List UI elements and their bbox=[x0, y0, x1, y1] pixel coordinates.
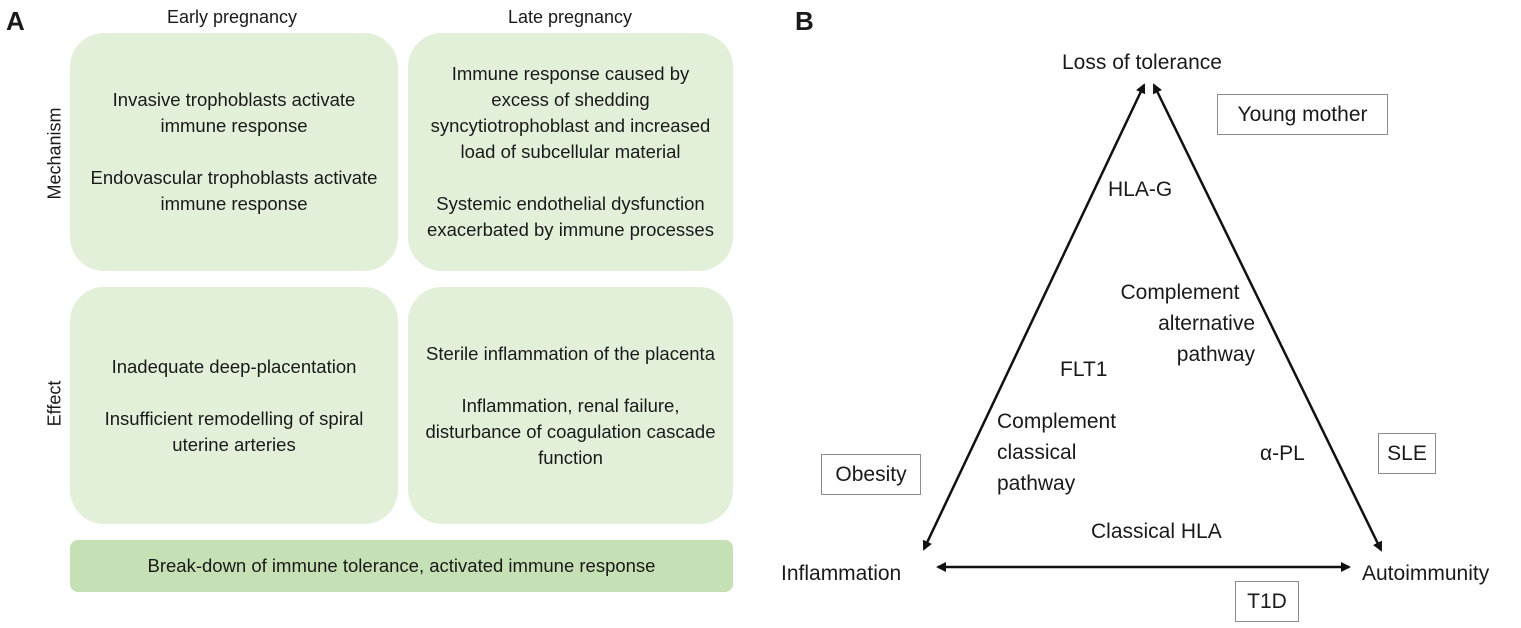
mechanism-late-box: Immune response caused by excess of shed… bbox=[408, 33, 733, 271]
effect-early-box: Inadequate deep-placentation Insufficien… bbox=[70, 287, 398, 524]
label-complement-classical: Complement classical pathway bbox=[997, 406, 1116, 499]
complement-classical-line-3: pathway bbox=[997, 472, 1076, 495]
panel-b-letter: B bbox=[795, 6, 814, 36]
mechanism-late-text-2: Systemic endothelial dysfunction exacerb… bbox=[427, 193, 714, 240]
effect-late-text-2: Inflammation, renal failure, disturbance… bbox=[425, 394, 716, 468]
mechanism-early-text-2: Endovascular trophoblasts activate immun… bbox=[90, 167, 378, 214]
label-complement-alternative: Complement alternative pathway bbox=[1105, 277, 1255, 370]
immune-tolerance-banner: Break-down of immune tolerance, activate… bbox=[70, 540, 733, 592]
column-header-late: Late pregnancy bbox=[507, 7, 633, 27]
vertex-loss-of-tolerance: Loss of tolerance bbox=[1062, 51, 1222, 74]
tag-obesity: Obesity bbox=[821, 454, 921, 495]
column-header-early: Early pregnancy bbox=[166, 7, 298, 27]
mechanism-late-text-1: Immune response caused by excess of shed… bbox=[430, 63, 711, 162]
vertex-inflammation: Inflammation bbox=[781, 562, 902, 585]
label-flt1: FLT1 bbox=[1060, 358, 1108, 381]
complement-classical-line-2: classical bbox=[997, 441, 1077, 464]
label-hla-g: HLA-G bbox=[1108, 178, 1173, 201]
arrow-tolerance-autoimmunity bbox=[1152, 83, 1383, 552]
mechanism-early-box: Invasive trophoblasts activate immune re… bbox=[70, 33, 398, 271]
complement-classical-line-1: Complement bbox=[997, 410, 1117, 433]
arrow-inflammation-tolerance bbox=[922, 83, 1146, 551]
tag-sle: SLE bbox=[1378, 433, 1436, 474]
effect-late-box: Sterile inflammation of the placenta Inf… bbox=[408, 287, 733, 524]
tag-young-mother: Young mother bbox=[1217, 94, 1388, 135]
label-classical-hla: Classical HLA bbox=[1091, 520, 1222, 543]
complement-alt-line-2: alternative bbox=[1158, 312, 1255, 335]
complement-alt-line-1: Complement bbox=[1120, 281, 1240, 304]
vertex-autoimmunity: Autoimmunity bbox=[1362, 562, 1490, 585]
mechanism-early-text-1: Invasive trophoblasts activate immune re… bbox=[112, 89, 356, 136]
label-alpha-pl: α-PL bbox=[1260, 442, 1305, 465]
complement-alt-line-3: pathway bbox=[1176, 343, 1255, 366]
effect-early-text-1: Inadequate deep-placentation bbox=[111, 355, 357, 377]
panel-a-letter: A bbox=[6, 6, 25, 36]
tag-t1d: T1D bbox=[1235, 581, 1299, 622]
effect-late-text-1: Sterile inflammation of the placenta bbox=[426, 342, 715, 364]
effect-early-text-2: Insufficient remodelling of spiral uteri… bbox=[104, 407, 364, 455]
